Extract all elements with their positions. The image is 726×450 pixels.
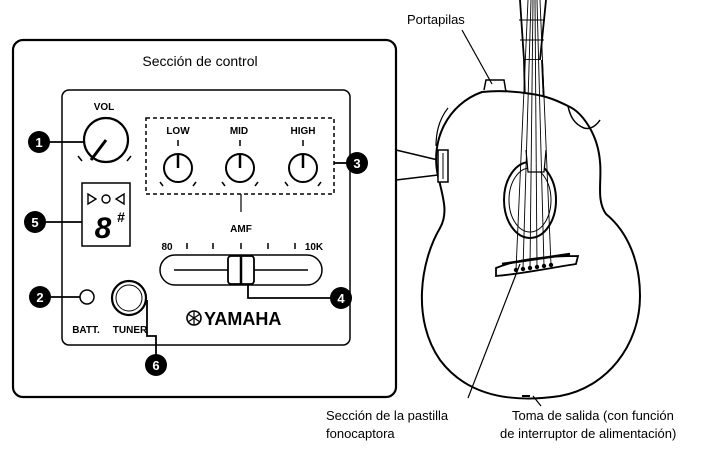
amf-label: AMF [230, 224, 252, 235]
high-label: HIGH [291, 126, 316, 137]
callout-6 [145, 354, 167, 376]
guitar-illustration [420, 0, 642, 400]
callout-6-number: 6 [152, 358, 159, 373]
callout-2-number: 2 [36, 290, 43, 305]
mid-knob [221, 140, 259, 187]
callout-1 [28, 131, 50, 153]
callout-4 [330, 287, 352, 309]
callout-2 [29, 286, 51, 308]
tuner-sharp-sign: # [117, 209, 125, 225]
eq-knobs-box [145, 117, 335, 195]
callout-1-number: 1 [35, 135, 42, 150]
tuner-button [110, 279, 148, 317]
amf-slider-handle [227, 255, 255, 285]
callout-5 [24, 211, 46, 233]
amf-scale-ticks [186, 243, 296, 249]
callout-4-number: 4 [337, 291, 345, 306]
yamaha-brand: YAMAHA [204, 309, 281, 329]
battery-holder-label: Portapilas [407, 12, 465, 27]
callout-5-number: 5 [31, 215, 38, 230]
battery-led-icon [79, 289, 95, 305]
vol-knob [77, 116, 132, 164]
mid-label: MID [230, 126, 248, 137]
amf-slider-track [159, 254, 323, 286]
output-jack-label-line2: de interruptor de alimentación) [500, 426, 676, 441]
low-knob [159, 140, 197, 187]
vol-label: VOL [94, 102, 115, 113]
high-knob [284, 140, 322, 187]
yamaha-logo-icon [186, 310, 202, 326]
tuner-note-digit: 8 [95, 212, 112, 245]
panel-title: Sección de control [142, 53, 257, 69]
control-panel-frame [11, 38, 398, 399]
tuner-label: TUNER [113, 325, 148, 336]
low-label: LOW [166, 126, 190, 137]
callout-3 [346, 152, 368, 174]
control-plate [61, 89, 351, 346]
pickup-label-line2: fonocaptora [326, 426, 395, 441]
amf-min-label: 80 [161, 242, 173, 253]
tuner-indicator-icon [87, 192, 125, 206]
tuner-display [81, 182, 131, 247]
pickup-label-line1: Sección de la pastilla [326, 408, 449, 423]
amf-max-label: 10K [305, 242, 324, 253]
batt-label: BATT. [72, 325, 100, 336]
guitar-body [420, 90, 642, 400]
output-jack-label-line1: Toma de salida (con función [512, 408, 674, 423]
callout-3-number: 3 [353, 156, 360, 171]
